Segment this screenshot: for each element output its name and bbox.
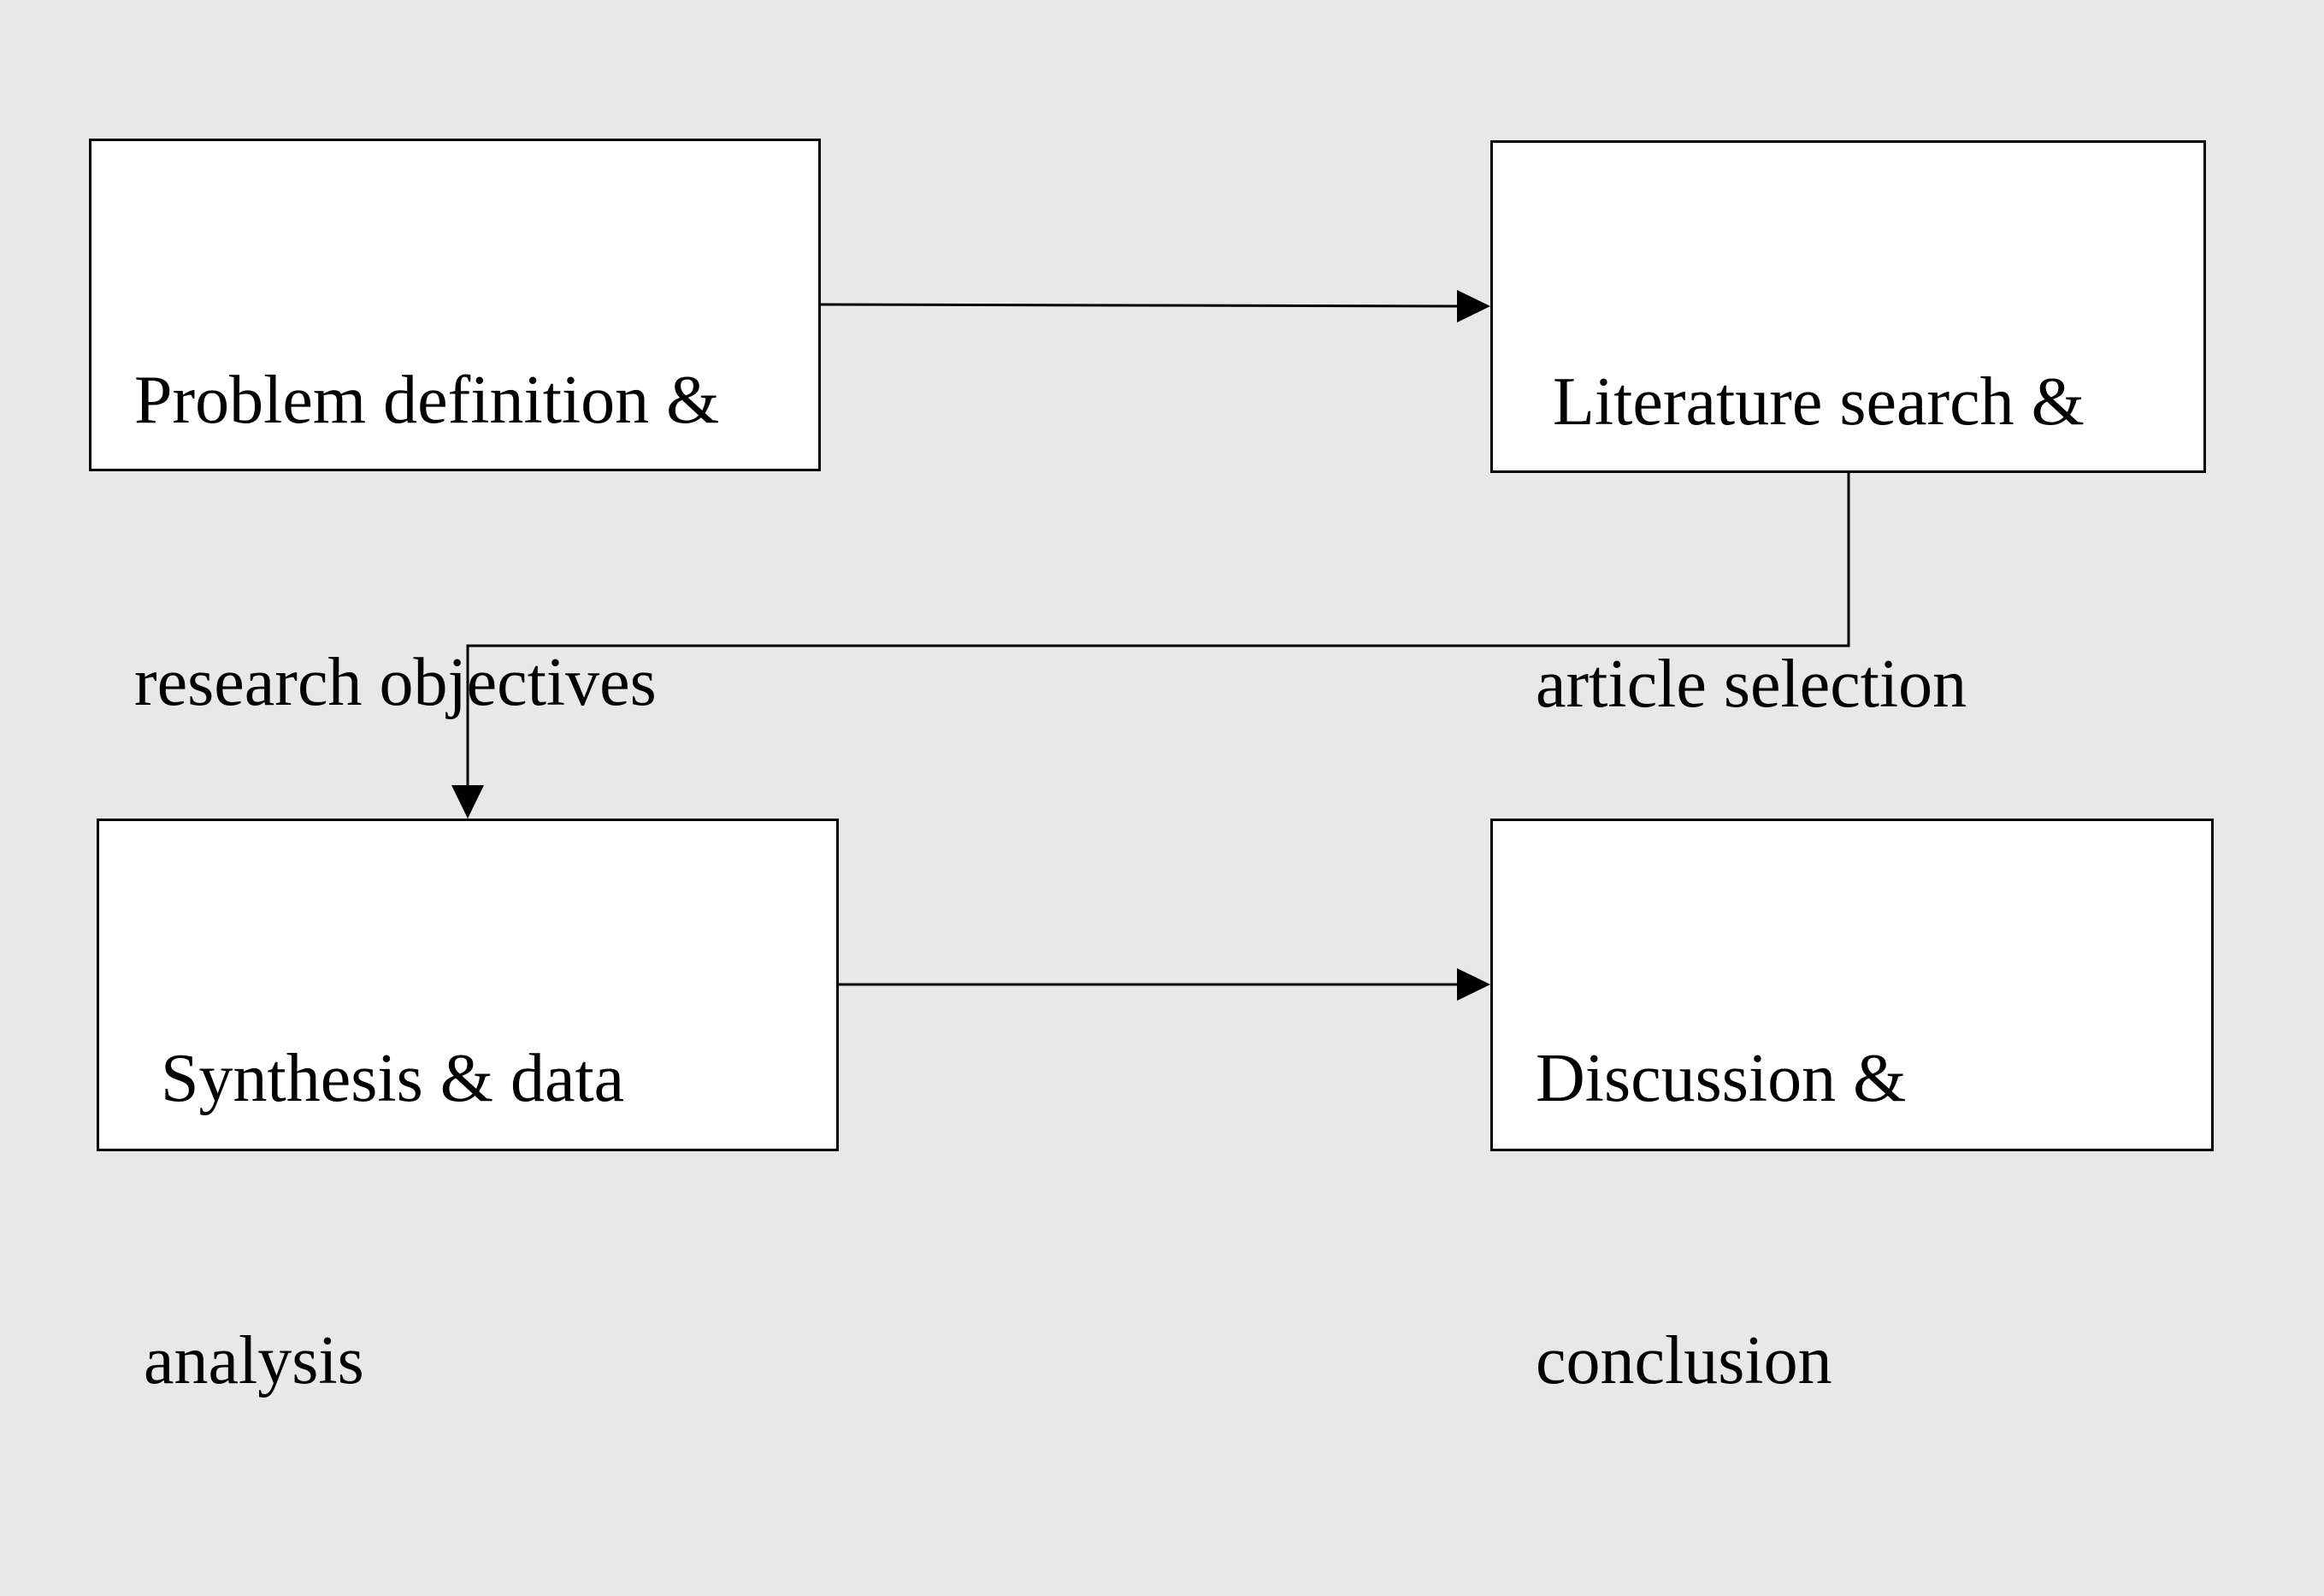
edge-literature-to-synthesis (466, 473, 1850, 785)
node-line: Discussion & (1536, 1041, 1907, 1116)
node-line: analysis (144, 1323, 364, 1398)
node-line: Literature search & (1536, 364, 2085, 440)
node-line: Synthesis & data (144, 1041, 625, 1116)
node-line: conclusion (1536, 1323, 1832, 1398)
node-line: Problem definition & (134, 363, 720, 438)
flowchart: Problem definition & research objectives… (89, 139, 2214, 1398)
arrowhead-icon (451, 785, 484, 819)
node-literature-search: Literature search & article selection (1490, 140, 2206, 722)
node-problem-definition: Problem definition & research objectives (89, 139, 821, 720)
node-line: research objectives (134, 645, 657, 720)
connectors (451, 290, 1850, 1001)
arrowhead-icon (1457, 968, 1490, 1001)
node-literature-search-label: Literature search & article selection (1536, 167, 2085, 919)
edge-problem-to-literature (820, 303, 1458, 308)
node-line: article selection (1536, 647, 1967, 722)
arrowhead-icon (1457, 290, 1490, 322)
node-problem-definition-label: Problem definition & research objectives (134, 165, 719, 918)
node-synthesis-analysis: Synthesis & data analysis (97, 819, 839, 1398)
